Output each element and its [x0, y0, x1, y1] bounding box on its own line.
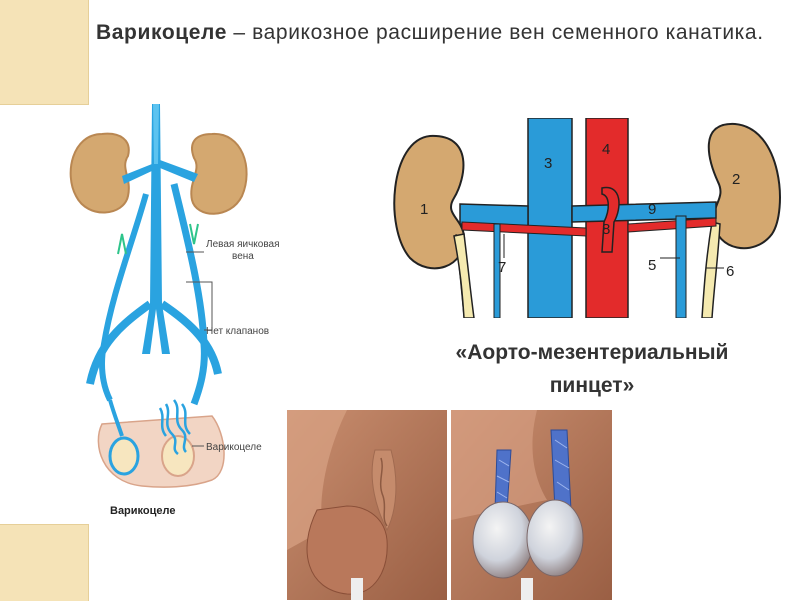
aorto-mesenteric-pincer-label: «Аорто-мезентериальный пинцет»: [455, 341, 729, 397]
vena-cava-schematic: [527, 118, 573, 318]
right-testicular-vein: [99, 193, 149, 402]
title-term: Варикоцеле: [96, 21, 227, 44]
nutcracker-vessels-diagram: 1 2 3 4 5 6 7 8 9: [390, 118, 790, 318]
left-testicular-vein: [170, 183, 208, 406]
marker-6: 6: [726, 263, 734, 280]
title-definition: – варикозное расширение вен семенного ка…: [226, 21, 764, 44]
marker-4: 4: [602, 141, 610, 158]
label-no-valves: Нет клапанов: [206, 326, 269, 337]
marker-5: 5: [648, 257, 656, 274]
left-kidney: [69, 132, 130, 214]
clinical-illustrations: [287, 410, 612, 600]
right-kidney: [190, 132, 248, 215]
left-ureter: [453, 233, 475, 318]
vena-cava: [142, 104, 170, 354]
marker-2: 2: [732, 171, 740, 188]
right-ureter: [701, 221, 721, 318]
marker-9: 9: [648, 201, 656, 218]
decorative-corner-bottom: [0, 524, 89, 601]
left-testis-illustration: [108, 436, 140, 476]
gonadal-vein-schematic: [675, 215, 687, 318]
marker-1: 1: [420, 201, 428, 218]
slide-title: Варикоцеле – варикозное расширение вен с…: [96, 16, 776, 50]
left-kidney-schematic: [393, 134, 466, 270]
left-testis-photo: [472, 501, 534, 579]
decorative-corner-top: [0, 0, 89, 105]
marker-8: 8: [602, 221, 610, 238]
mesenteric-artery-schematic: [601, 186, 620, 253]
marker-7: 7: [498, 259, 506, 276]
label-varicocele: Варикоцеле: [206, 442, 262, 453]
varicocele-plexus-illustration: [158, 399, 191, 455]
right-testis-illustration: [161, 435, 195, 477]
left-diagram-caption: Варикоцеле: [110, 505, 175, 517]
right-testis-photo: [526, 499, 584, 577]
marker-3: 3: [544, 155, 552, 172]
